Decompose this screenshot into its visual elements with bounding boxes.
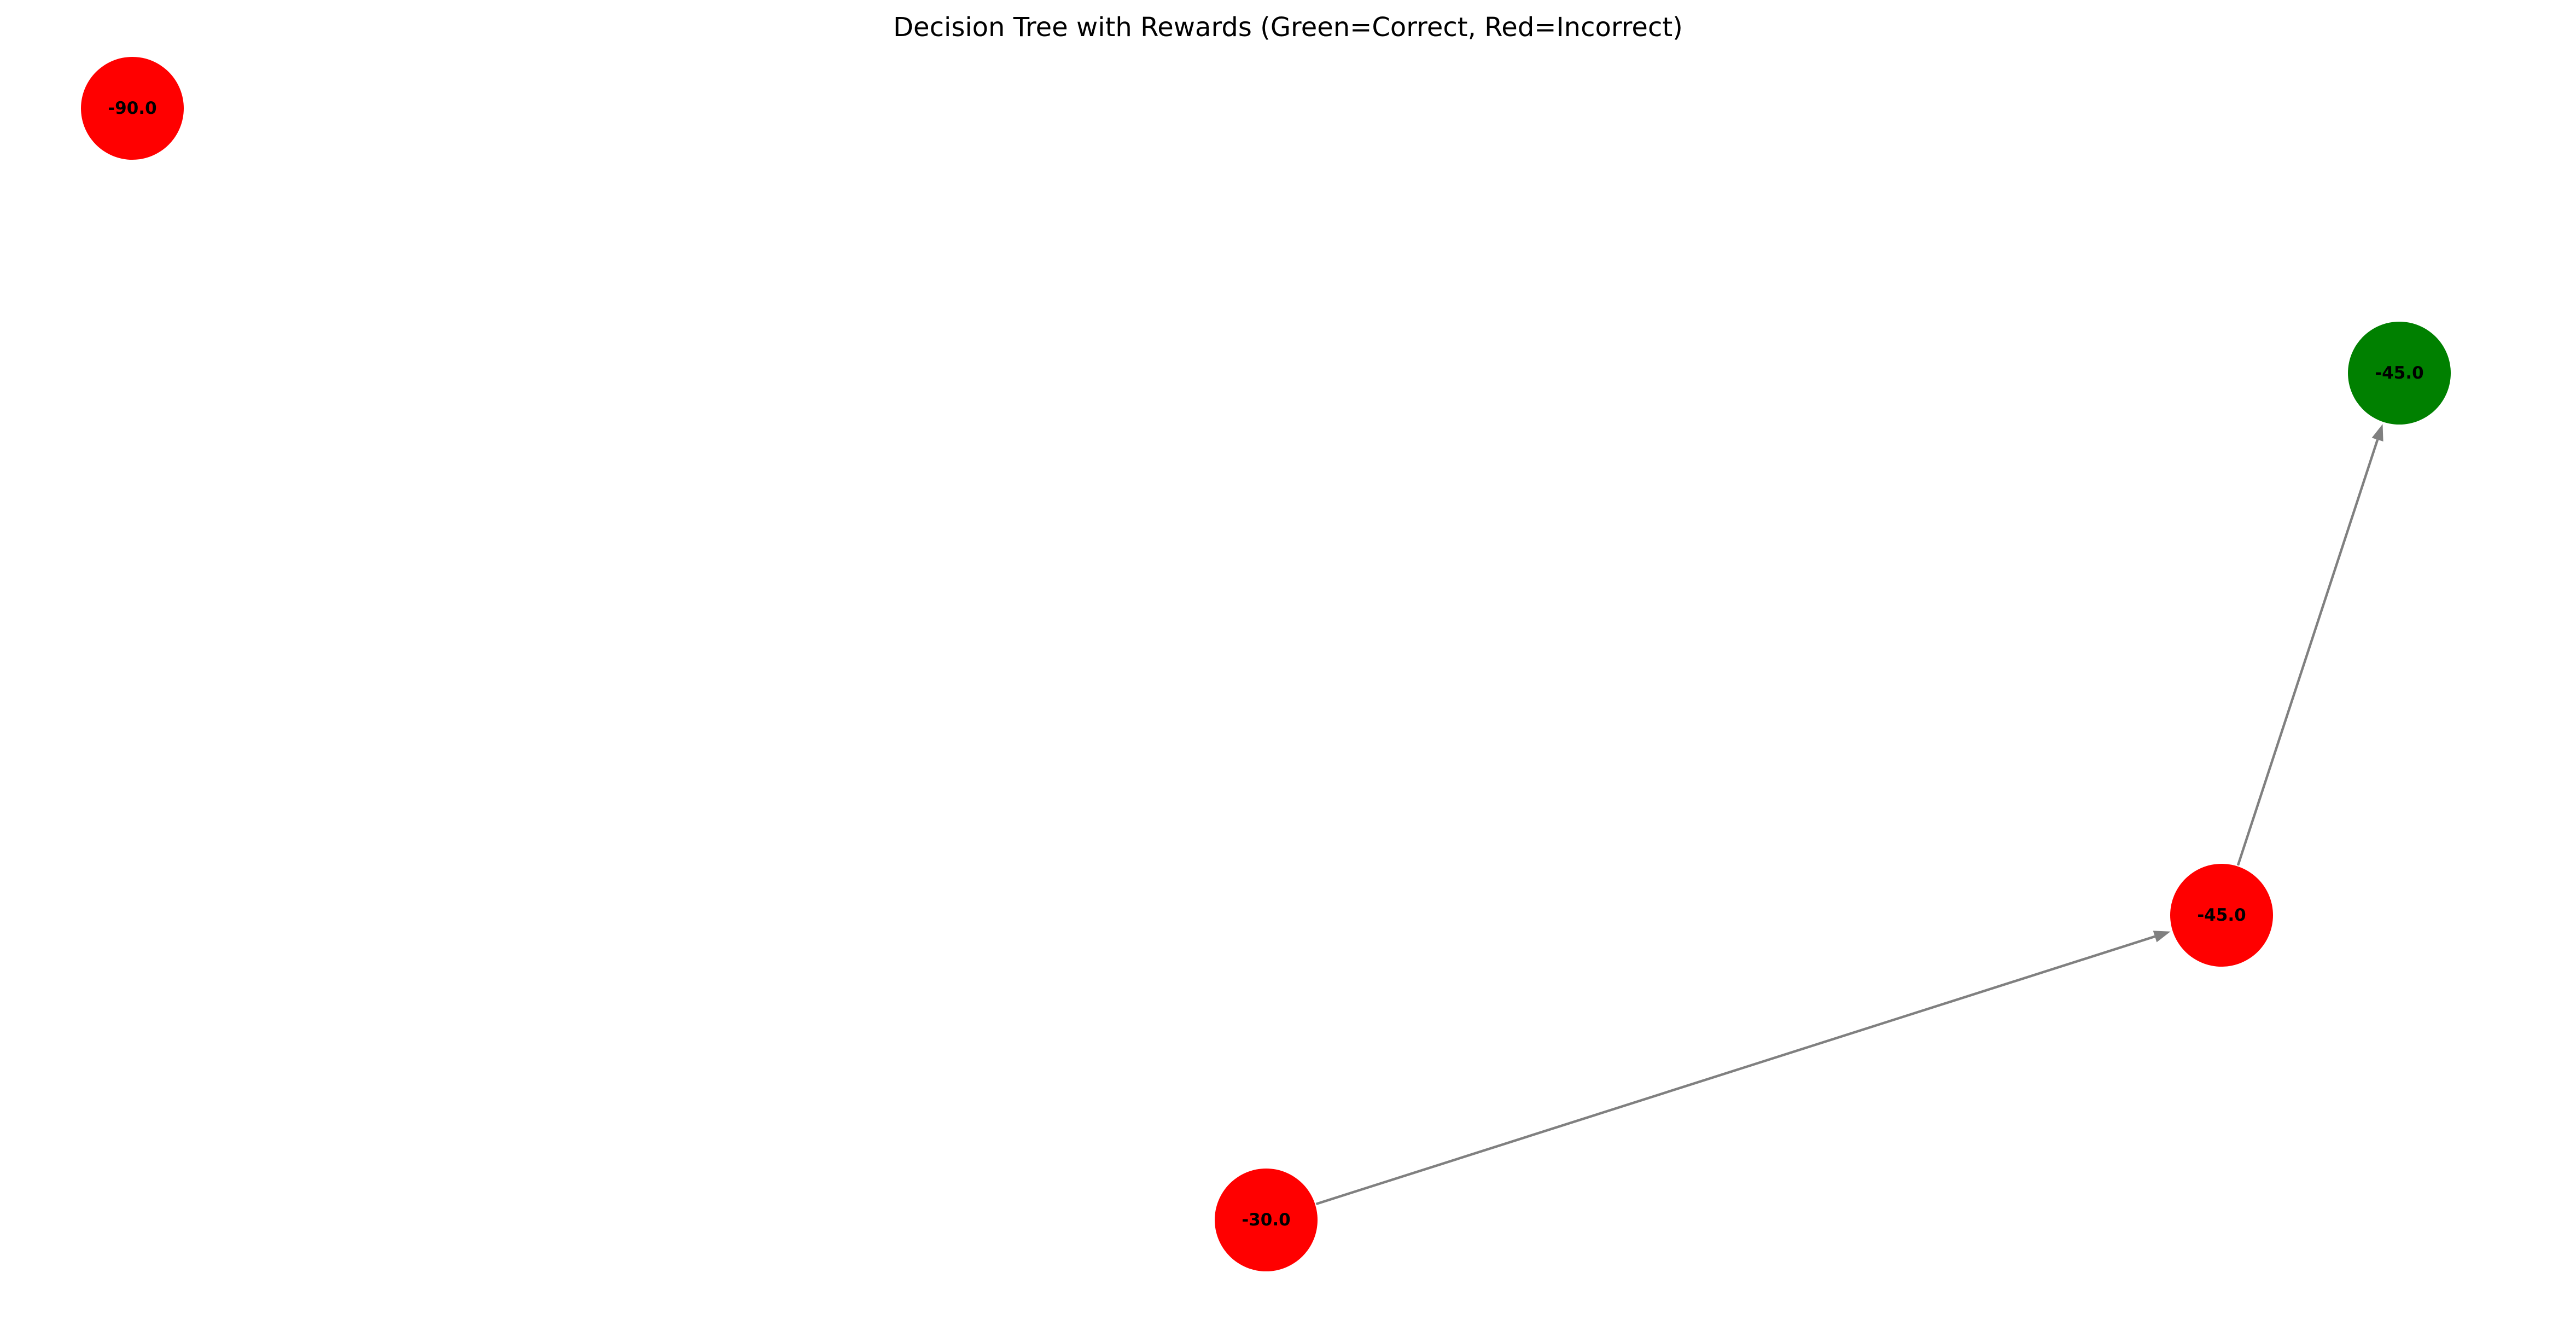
edge-line: [2236, 439, 2379, 866]
diagram-title: Decision Tree with Rewards (Green=Correc…: [893, 12, 1683, 43]
edges-layer: [1315, 424, 2383, 1205]
edge-line: [1315, 935, 2155, 1205]
node-circle-incorrect: [81, 57, 184, 160]
node-n3: -45.0: [2170, 864, 2273, 967]
node-n2: -45.0: [2348, 322, 2451, 425]
node-label: -45.0: [2375, 363, 2423, 383]
nodes-layer: -90.0 -45.0 -45.0 -30.0: [81, 57, 2451, 1271]
node-label: -45.0: [2197, 905, 2246, 925]
node-n1: -90.0: [81, 57, 184, 160]
edge-n3-to-n2: [2236, 424, 2383, 866]
edge-n4-to-n3: [1315, 931, 2171, 1205]
node-label: -30.0: [1242, 1210, 1290, 1230]
node-circle-incorrect: [2170, 864, 2273, 967]
node-label: -90.0: [108, 98, 156, 118]
node-circle-correct: [2348, 322, 2451, 425]
arrowhead: [2371, 424, 2383, 442]
node-n4: -30.0: [1215, 1169, 1318, 1271]
node-circle-incorrect: [1215, 1169, 1318, 1271]
arrowhead: [2153, 931, 2171, 943]
